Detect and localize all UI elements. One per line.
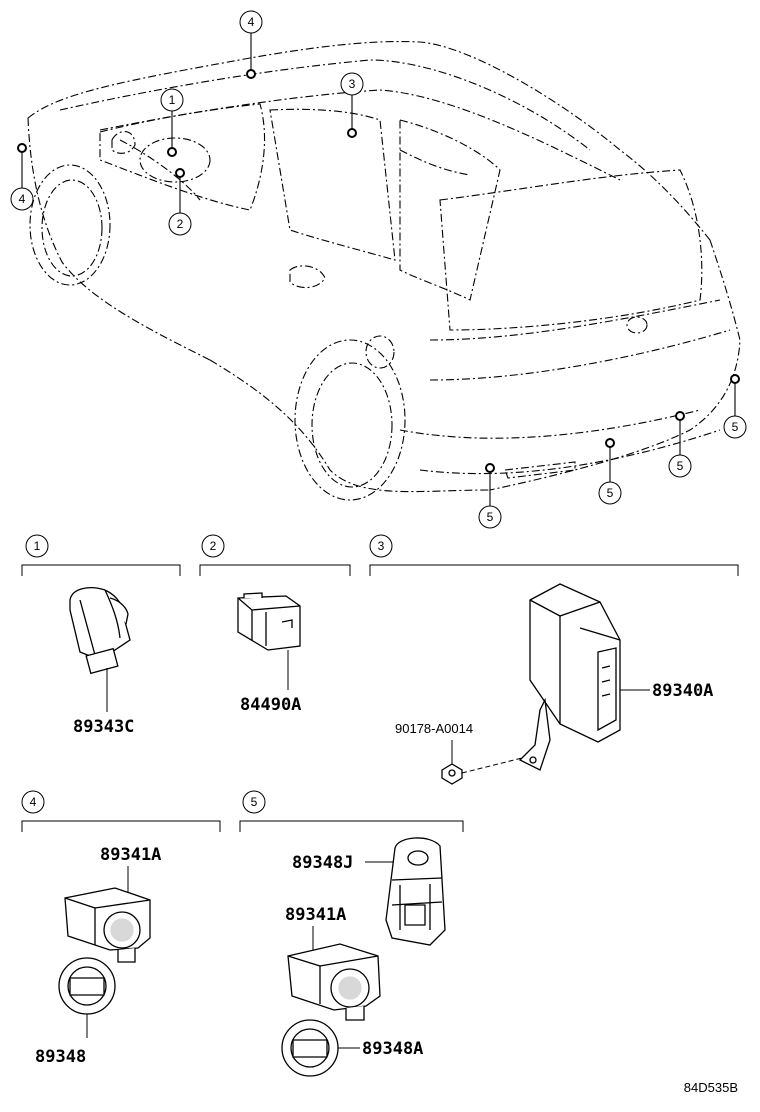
part-number-89340a: 89340A [652,681,713,701]
vehicle-callout-labels: 4 1 2 3 4 5 5 5 5 [10,10,747,529]
svg-text:5: 5 [607,486,614,500]
svg-text:5: 5 [487,510,494,524]
svg-text:4: 4 [248,15,255,29]
svg-text:3: 3 [349,77,356,91]
svg-text:4: 4 [19,192,26,206]
callout-5-c: 5 [668,454,692,478]
part-89348a-shape [281,1019,339,1077]
callout-1-top: 1 [160,88,184,112]
part-89348j-shape [385,837,446,946]
part-number-84490a: 84490A [240,695,301,715]
section-5: 5 89348J 89341A 89348A [239,790,464,1077]
callout-4-top: 4 [239,10,263,34]
callout-5-a: 5 [478,505,502,529]
part-number-89348: 89348 [35,1047,86,1067]
svg-text:2: 2 [177,217,184,231]
section-2: 2 84490A [199,534,351,715]
part-84490a-shape [237,592,301,651]
section-1-number: 1 [34,539,41,553]
part-number-89341a-s4: 89341A [100,845,161,865]
callout-5-d: 5 [723,415,747,439]
part-89341a-s5-shape [287,943,381,1021]
callout-2-top: 2 [168,212,192,236]
part-number-89348j: 89348J [292,853,353,873]
callout-4-front: 4 [10,187,34,211]
callout-3-top: 3 [340,72,364,96]
vehicle-phantom-drawing [27,40,741,501]
section-4-number: 4 [30,795,37,809]
bolt-90178-shape [441,763,463,785]
section-3-number: 3 [378,539,385,553]
section-5-number: 5 [251,795,258,809]
part-89348-shape [58,957,116,1015]
part-number-90178-a0014: 90178-A0014 [395,721,473,736]
vehicle-callouts [21,33,736,506]
part-89340a-shape [518,583,621,771]
svg-text:5: 5 [732,420,739,434]
part-89343c-shape [69,587,131,675]
svg-text:5: 5 [677,459,684,473]
svg-text:1: 1 [169,93,176,107]
mount-point-dots [17,69,740,473]
part-number-89343c: 89343C [73,717,134,737]
section-4: 4 89341A 89348 [21,790,221,1067]
diagram-code: 84D535B [684,1080,738,1095]
part-number-89341a-s5: 89341A [285,905,346,925]
section-3: 3 89340A 90178-A0014 [369,534,739,785]
callout-5-b: 5 [598,481,622,505]
part-number-89348a: 89348A [362,1039,423,1059]
section-2-number: 2 [210,539,217,553]
part-89341a-s4-shape [64,887,151,963]
section-1: 1 89343C [21,534,181,737]
